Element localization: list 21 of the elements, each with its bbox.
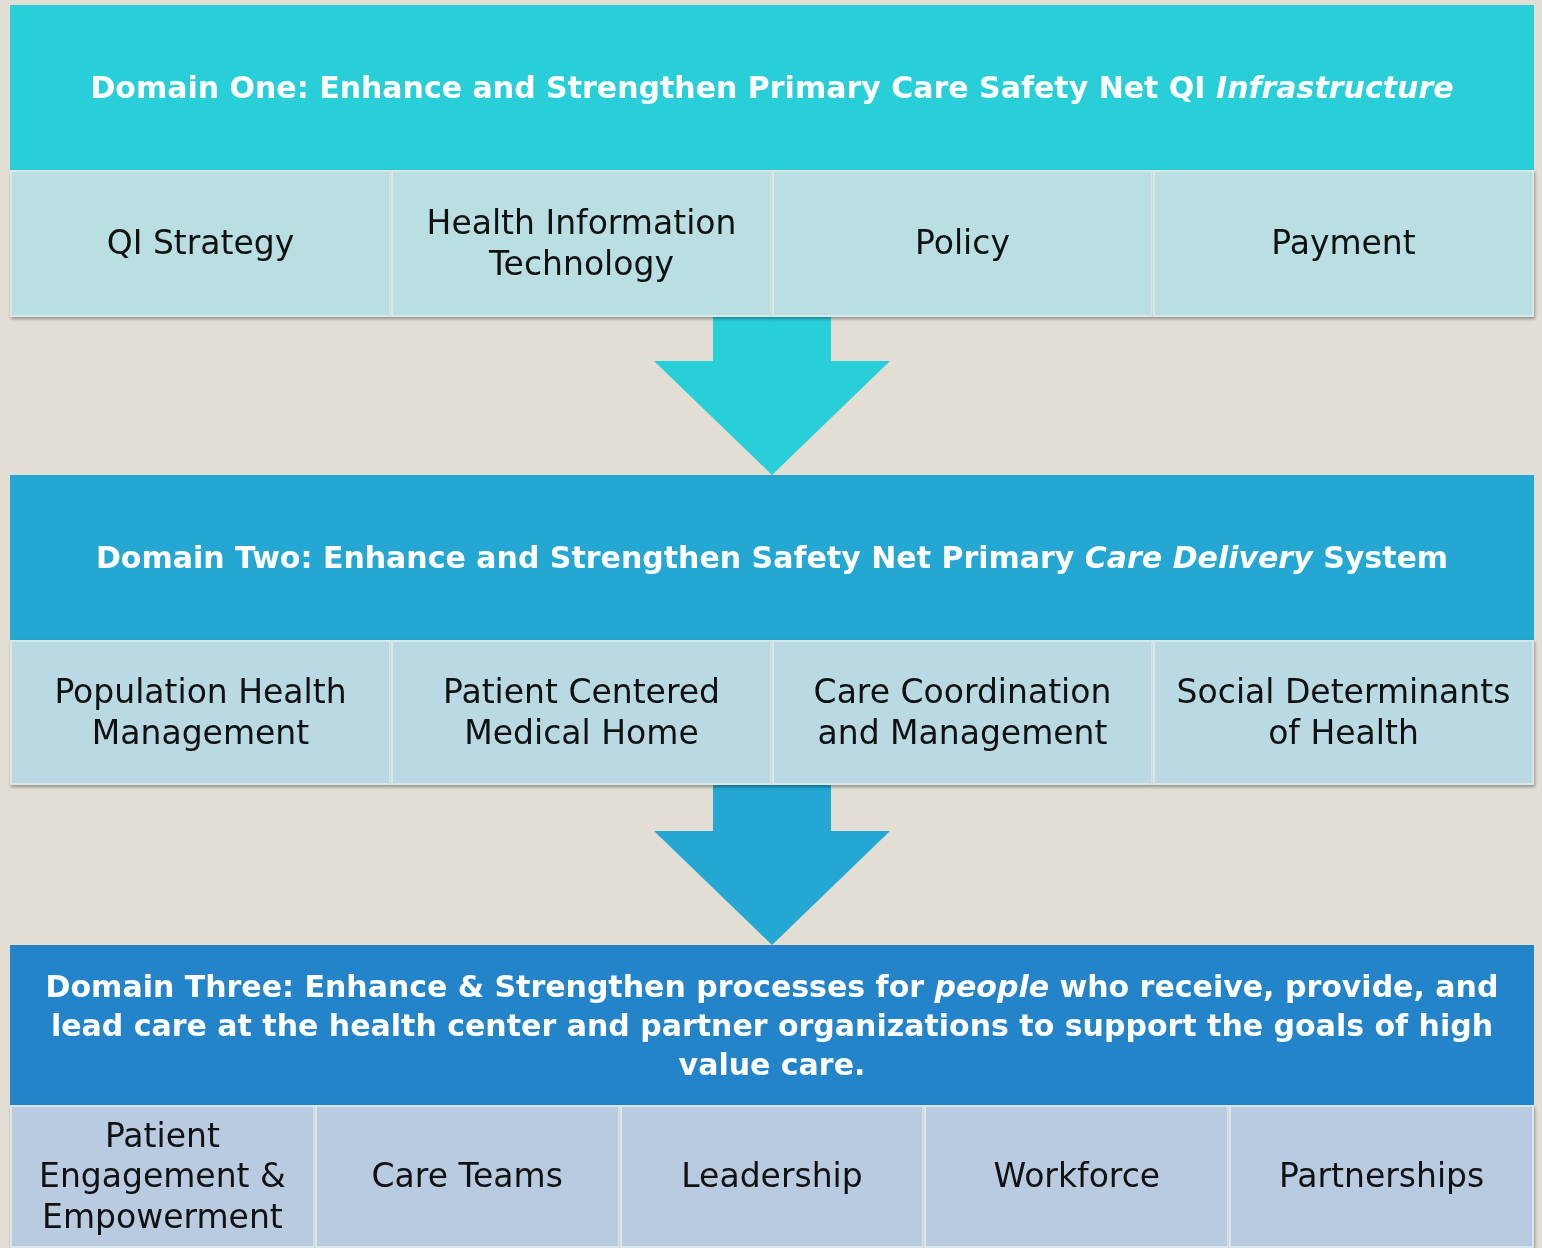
topic-box: Population Health Management — [10, 640, 391, 785]
topic-box: Patient Engagement & Empowerment — [10, 1105, 315, 1248]
domain-heading: Domain Three: Enhance & Strengthen processes for people who receive, provide, and lead care at the health center and partner organizations to support the goals of high value care. — [44, 967, 1500, 1084]
topic-box: Care Teams — [314, 1105, 620, 1248]
block-arrow — [654, 317, 890, 475]
topic-box: Health Information Technology — [391, 170, 772, 317]
topic-box: Workforce — [924, 1105, 1230, 1248]
topic-box: Care Coordination and Management — [772, 640, 1153, 785]
domain-heading: Domain One: Enhance and Strengthen Primary Care Safety Net QI Infrastructure — [90, 69, 1454, 107]
topic-box: QI Strategy — [10, 170, 391, 317]
topic-box: Policy — [772, 170, 1153, 317]
topic-box: Social Determinants of Health — [1153, 640, 1534, 785]
domain-panel — [10, 5, 1534, 317]
domain-panel — [10, 945, 1534, 1248]
domain-panel — [10, 475, 1534, 785]
topic-box: Partnerships — [1229, 1105, 1534, 1248]
block-arrow — [654, 785, 890, 945]
topic-box: Leadership — [619, 1105, 925, 1248]
topic-box: Payment — [1153, 170, 1534, 317]
domain-heading: Domain Two: Enhance and Strengthen Safety Net Primary Care Delivery System — [95, 539, 1449, 577]
topic-box: Patient Centered Medical Home — [391, 640, 772, 785]
